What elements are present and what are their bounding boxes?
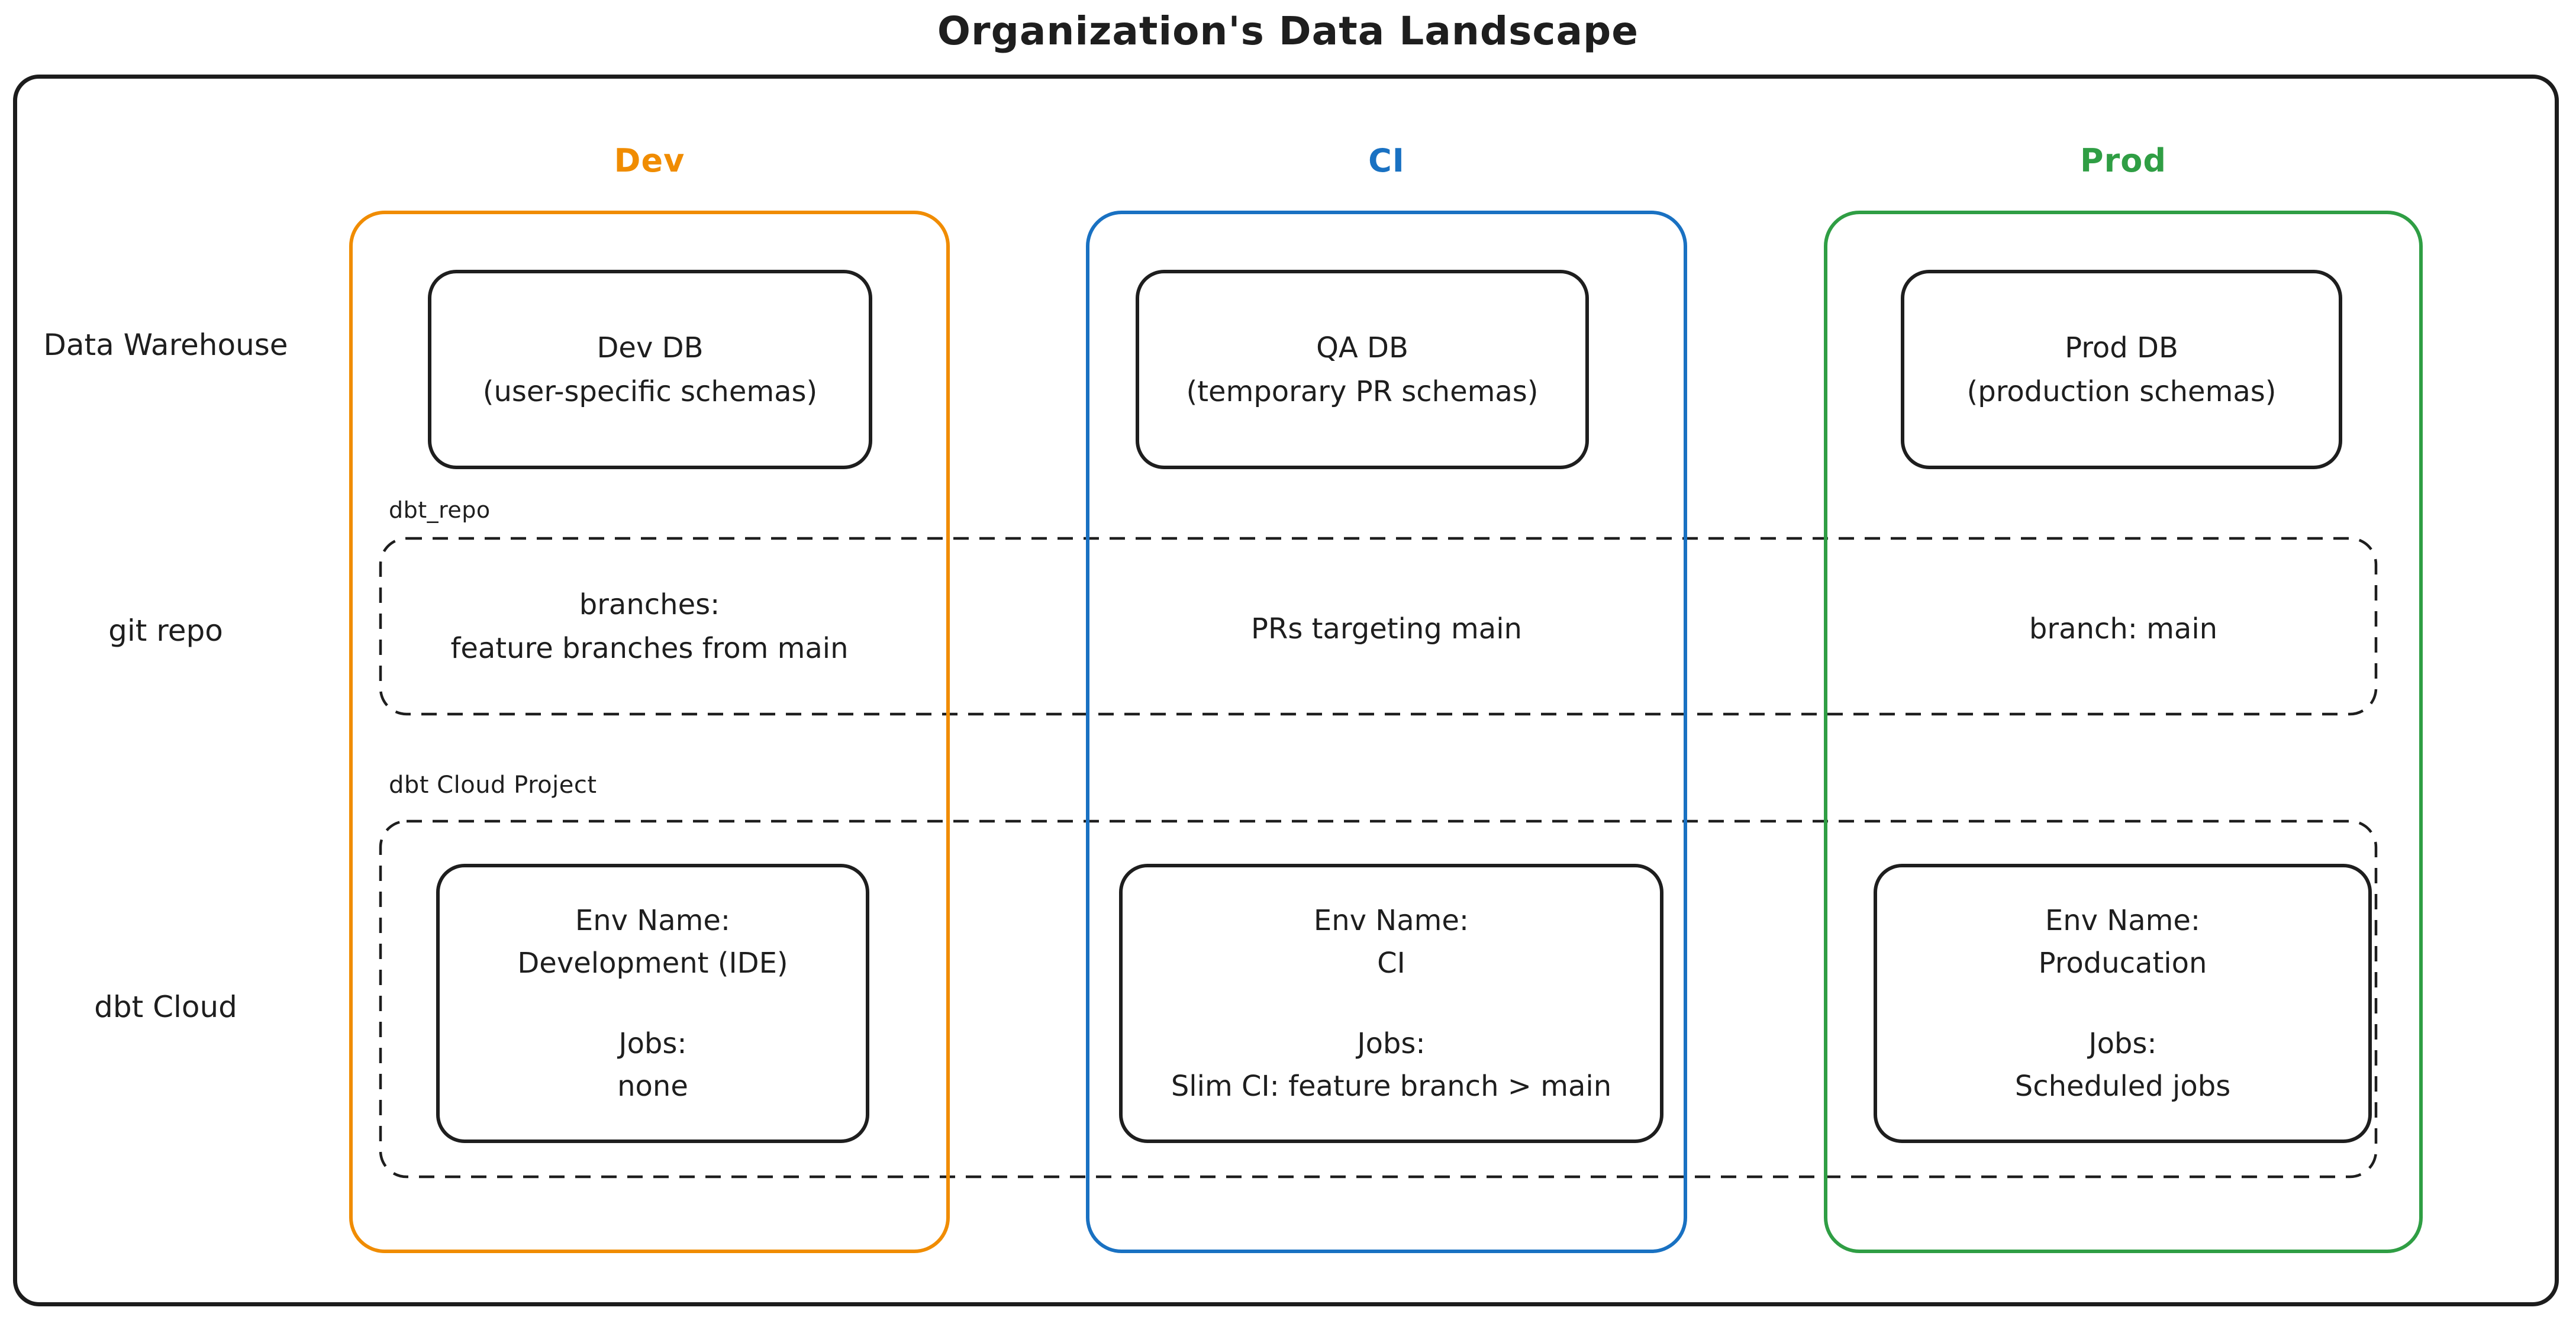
row-label-dbt-cloud: dbt Cloud [94,990,237,1024]
box-prod-environment: Env Name: Producation Jobs: Scheduled jo… [1874,864,2372,1143]
column-outline-dev [349,211,950,1253]
band-label-dbt-repo: dbt_repo [389,497,491,523]
dev-env-name: Development (IDE) [517,947,788,980]
band-label-dbt-cloud-project: dbt Cloud Project [389,772,597,799]
box-dev-environment: Env Name: Development (IDE) Jobs: none [436,864,869,1143]
prod-jobs-value: Scheduled jobs [2014,1070,2231,1103]
dev-branches-line2: feature branches from main [450,632,849,665]
prod-jobs-label: Jobs: [2088,1027,2157,1060]
box-qa-db: QA DB (temporary PR schemas) [1136,270,1589,469]
dev-jobs-label: Jobs: [618,1027,687,1060]
box-dev-db: Dev DB (user-specific schemas) [428,270,872,469]
dev-db-title: Dev DB [597,331,704,364]
dev-branches-line1: branches: [579,588,720,621]
prod-db-subtitle: (production schemas) [1966,375,2277,408]
column-header-ci: CI [1368,142,1405,179]
ci-env-name: CI [1377,947,1405,980]
qa-db-title: QA DB [1316,331,1408,364]
dev-env-label: Env Name: [575,904,731,937]
band-dbt-repo [379,537,2378,716]
dev-jobs-value: none [617,1070,688,1103]
prod-db-title: Prod DB [2065,331,2178,364]
box-prod-db: Prod DB (production schemas) [1901,270,2342,469]
row-label-git-repo: git repo [108,614,223,648]
text-ci-prs: PRs targeting main [1251,612,1522,645]
dev-db-subtitle: (user-specific schemas) [482,375,818,408]
row-label-data-warehouse: Data Warehouse [43,328,288,362]
prod-env-label: Env Name: [2045,904,2201,937]
text-prod-branch: branch: main [2029,612,2218,645]
ci-jobs-label: Jobs: [1357,1027,1426,1060]
qa-db-subtitle: (temporary PR schemas) [1186,375,1539,408]
text-dev-branches: branches: feature branches from main [379,583,920,670]
ci-jobs-value: Slim CI: feature branch > main [1171,1070,1612,1103]
box-ci-environment: Env Name: CI Jobs: Slim CI: feature bran… [1119,864,1663,1143]
diagram-outer-frame [13,75,2559,1306]
band-dbt-cloud-project [379,819,2378,1179]
column-header-prod: Prod [2080,142,2166,179]
column-outline-prod [1824,211,2423,1253]
column-header-dev: Dev [614,142,685,179]
prod-env-name: Producation [2038,947,2207,980]
ci-env-label: Env Name: [1313,904,1469,937]
page-title: Organization's Data Landscape [937,8,1639,54]
column-outline-ci [1086,211,1687,1253]
